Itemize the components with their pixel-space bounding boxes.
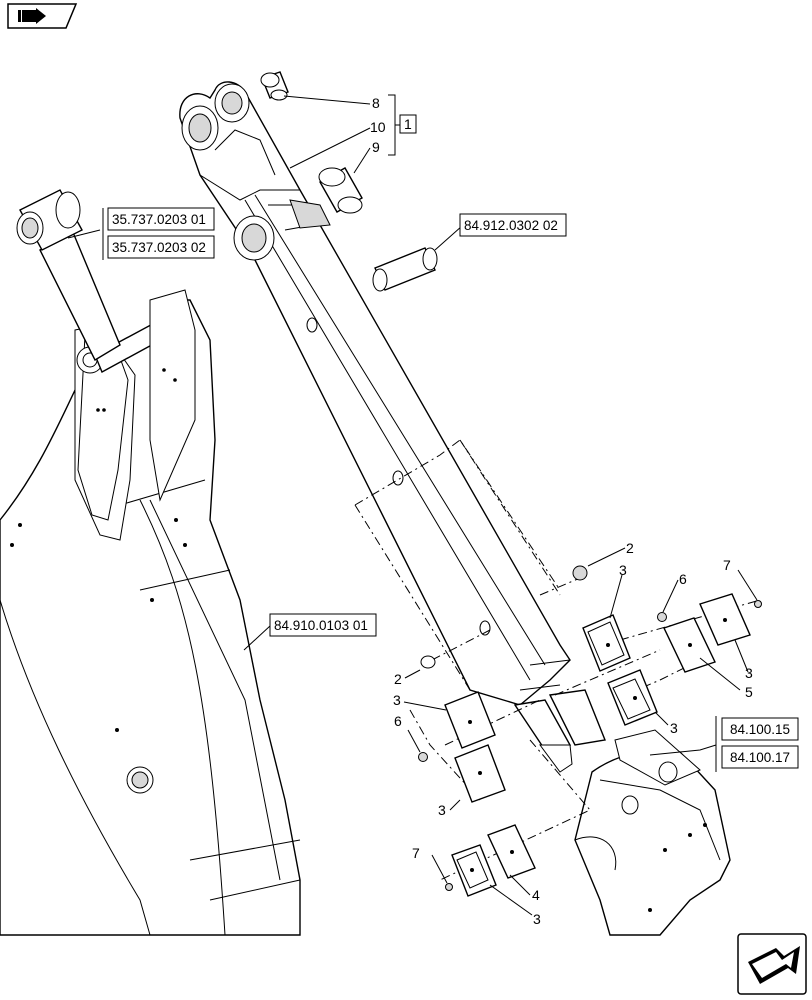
wear-pad	[699, 593, 751, 646]
svg-text:84.912.0302 02: 84.912.0302 02	[464, 218, 558, 233]
callout-3-lower: 3	[438, 802, 446, 818]
wear-pad	[444, 691, 496, 749]
callout-1: 1	[404, 116, 412, 132]
svg-text:35.737.0203 02: 35.737.0203 02	[112, 240, 206, 255]
screw	[754, 600, 762, 608]
shim-4	[487, 824, 536, 879]
ref-box-84-100-15[interactable]: 84.100.15	[721, 717, 799, 741]
callout-6-left: 6	[394, 713, 402, 729]
bucket-link	[574, 729, 731, 936]
callout-1-box	[399, 114, 417, 134]
callout-10: 10	[370, 119, 386, 135]
ref-box-84-100-17[interactable]: 84.100.17	[721, 745, 799, 769]
wear-pad	[582, 614, 631, 672]
shim-5	[663, 617, 716, 673]
callout-3-mid: 3	[670, 720, 678, 736]
next-arrow-icon[interactable]	[737, 933, 807, 995]
plug	[420, 655, 436, 669]
page-icon[interactable]	[7, 3, 78, 29]
callout-4: 4	[532, 887, 540, 903]
callout-3-left: 3	[393, 692, 401, 708]
wear-pad	[607, 669, 658, 726]
callout-7-bottom: 7	[412, 845, 420, 861]
bushing-9	[318, 167, 363, 214]
callout-labels: 8 10 9 1 2 2 3 3 3 3 3 3 4 5 6 6 7 7	[370, 95, 753, 927]
screw	[657, 612, 667, 622]
callout-8: 8	[372, 95, 380, 111]
callout-9: 9	[372, 139, 380, 155]
screw	[418, 752, 428, 762]
grease-nipple	[572, 565, 588, 581]
leader-lines	[67, 94, 758, 916]
cylinder-rod	[16, 189, 121, 361]
callout-3-right: 3	[745, 665, 753, 681]
ref-box-35-737-0203-01[interactable]: 35.737.0203 01	[107, 207, 215, 231]
ref-box-84-912-0302-02[interactable]: 84.912.0302 02	[459, 213, 567, 237]
callout-3-bottom: 3	[533, 911, 541, 927]
svg-text:84.910.0103 01: 84.910.0103 01	[274, 618, 368, 633]
wear-pad	[454, 744, 506, 803]
callout-7-top: 7	[723, 557, 731, 573]
svg-text:35.737.0203 01: 35.737.0203 01	[112, 212, 206, 227]
bushing-8	[260, 71, 289, 101]
callout-5: 5	[745, 684, 753, 700]
wear-pad	[451, 844, 497, 897]
callout-6-top: 6	[679, 571, 687, 587]
boom-structure	[0, 289, 301, 936]
pin	[372, 247, 438, 292]
screw	[445, 883, 453, 891]
ref-box-35-737-0203-02[interactable]: 35.737.0203 02	[107, 235, 215, 259]
svg-text:84.100.17: 84.100.17	[730, 750, 790, 765]
dipper-arm	[179, 81, 606, 773]
callout-3-top: 3	[619, 562, 627, 578]
svg-text:84.100.15: 84.100.15	[730, 722, 790, 737]
callout-2-top: 2	[626, 540, 634, 556]
callout-2-left: 2	[394, 671, 402, 687]
assembly-lines	[354, 439, 761, 881]
ref-box-84-910-0103-01[interactable]: 84.910.0103 01	[269, 613, 377, 637]
